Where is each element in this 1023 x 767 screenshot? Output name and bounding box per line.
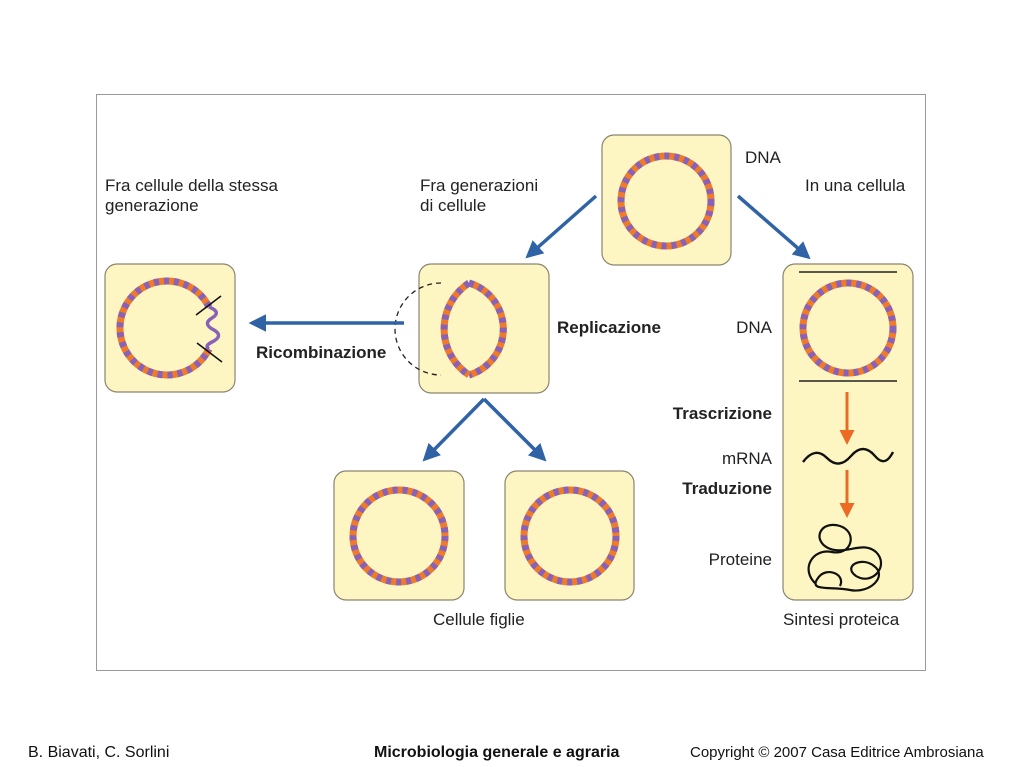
cut-mark-bottom <box>196 342 223 363</box>
dna-ring-top <box>617 152 715 250</box>
arrow-to-replication <box>525 194 598 259</box>
footer-book-title: Microbiologia generale e agraria <box>374 744 620 761</box>
label-translation: Traduzione <box>682 479 772 498</box>
label-between-same-generation: Fra cellule della stessa generazione <box>105 176 278 215</box>
protein-tangle <box>807 523 883 592</box>
label-recombination: Ricombinazione <box>256 343 387 362</box>
footer-authors: B. Biavati, C. Sorlini <box>28 744 170 761</box>
new-strand-dashed <box>394 282 442 376</box>
label-dna-top: DNA <box>745 148 781 167</box>
arrow-to-daughter-left <box>422 397 486 462</box>
label-dna-right: DNA <box>736 318 772 337</box>
label-replication: Replicazione <box>557 318 661 337</box>
label-mrna: mRNA <box>721 449 772 468</box>
dna-ring-daughter-right <box>520 486 620 586</box>
label-between-generations: Fra generazioni di cellule <box>420 176 539 215</box>
dna-ring-daughter-left <box>349 486 449 586</box>
label-daughter-cells: Cellule figlie <box>433 610 525 629</box>
dna-ring-recombination <box>116 277 223 379</box>
mrna-wave <box>802 447 895 465</box>
dna-replication-crescent <box>394 279 507 379</box>
label-protein-synthesis: Sintesi proteica <box>783 610 900 629</box>
dna-ring-synthesis <box>799 279 897 377</box>
label-in-one-cell: In una cellula <box>805 176 906 195</box>
arrow-to-cell <box>736 194 811 260</box>
label-proteins: Proteine <box>708 550 772 569</box>
recombination-insert <box>205 305 221 351</box>
footer-copyright: Copyright © 2007 Casa Editrice Ambrosian… <box>690 744 984 761</box>
arrow-to-daughter-right <box>482 397 547 462</box>
cut-mark-top <box>195 295 222 316</box>
label-transcription: Trascrizione <box>672 404 772 423</box>
